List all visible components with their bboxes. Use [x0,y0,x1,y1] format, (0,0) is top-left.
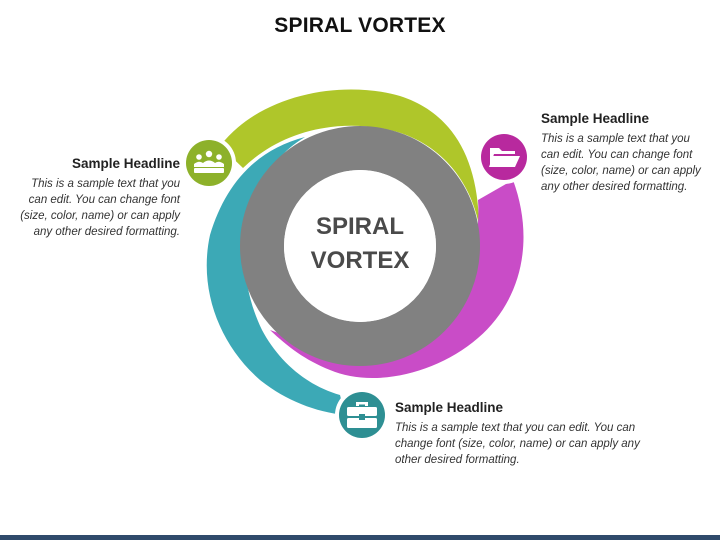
magenta-icon-badge [477,130,531,184]
green-spiral-band [220,89,479,226]
body-left: This is a sample text that you can edit.… [20,178,180,238]
center-label: SPIRAL VORTEX [296,210,424,278]
briefcase-icon [347,402,377,428]
teal-icon-badge [335,388,389,442]
center-label-line2: VORTEX [310,247,410,274]
center-label-line1: SPIRAL [315,213,404,240]
green-icon-badge [182,136,236,190]
bottom-accent-bar [0,535,720,540]
headline-left: Sample Headline [71,156,180,171]
body-bottom: This is a sample text that you can edit.… [395,422,640,466]
headline-bottom: Sample Headline [395,400,504,415]
magenta-spiral-band [270,180,524,379]
folder-icon [489,148,520,167]
headline-right: Sample Headline [541,111,650,126]
center-disc [284,170,436,322]
center-ring [240,126,480,366]
teal-spiral-band [206,137,345,415]
text-block-left: Sample Headline This is a sample text th… [20,156,180,240]
text-block-right: Sample Headline This is a sample text th… [541,111,701,195]
text-block-bottom: Sample Headline This is a sample text th… [395,400,645,468]
people-group-icon [194,150,224,173]
slide-title: SPIRAL VORTEX [274,14,446,37]
body-right: This is a sample text that you can edit.… [541,133,701,193]
